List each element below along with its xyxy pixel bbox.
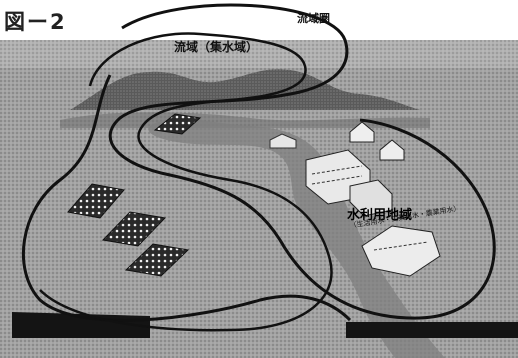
basin-area-label: 流域圏 [297,10,330,26]
figure-title: 図ー2 [4,6,67,36]
foreground-band-right [346,322,518,338]
sky-band [0,40,518,70]
catchment-label: 流域（集水域） [174,38,258,55]
